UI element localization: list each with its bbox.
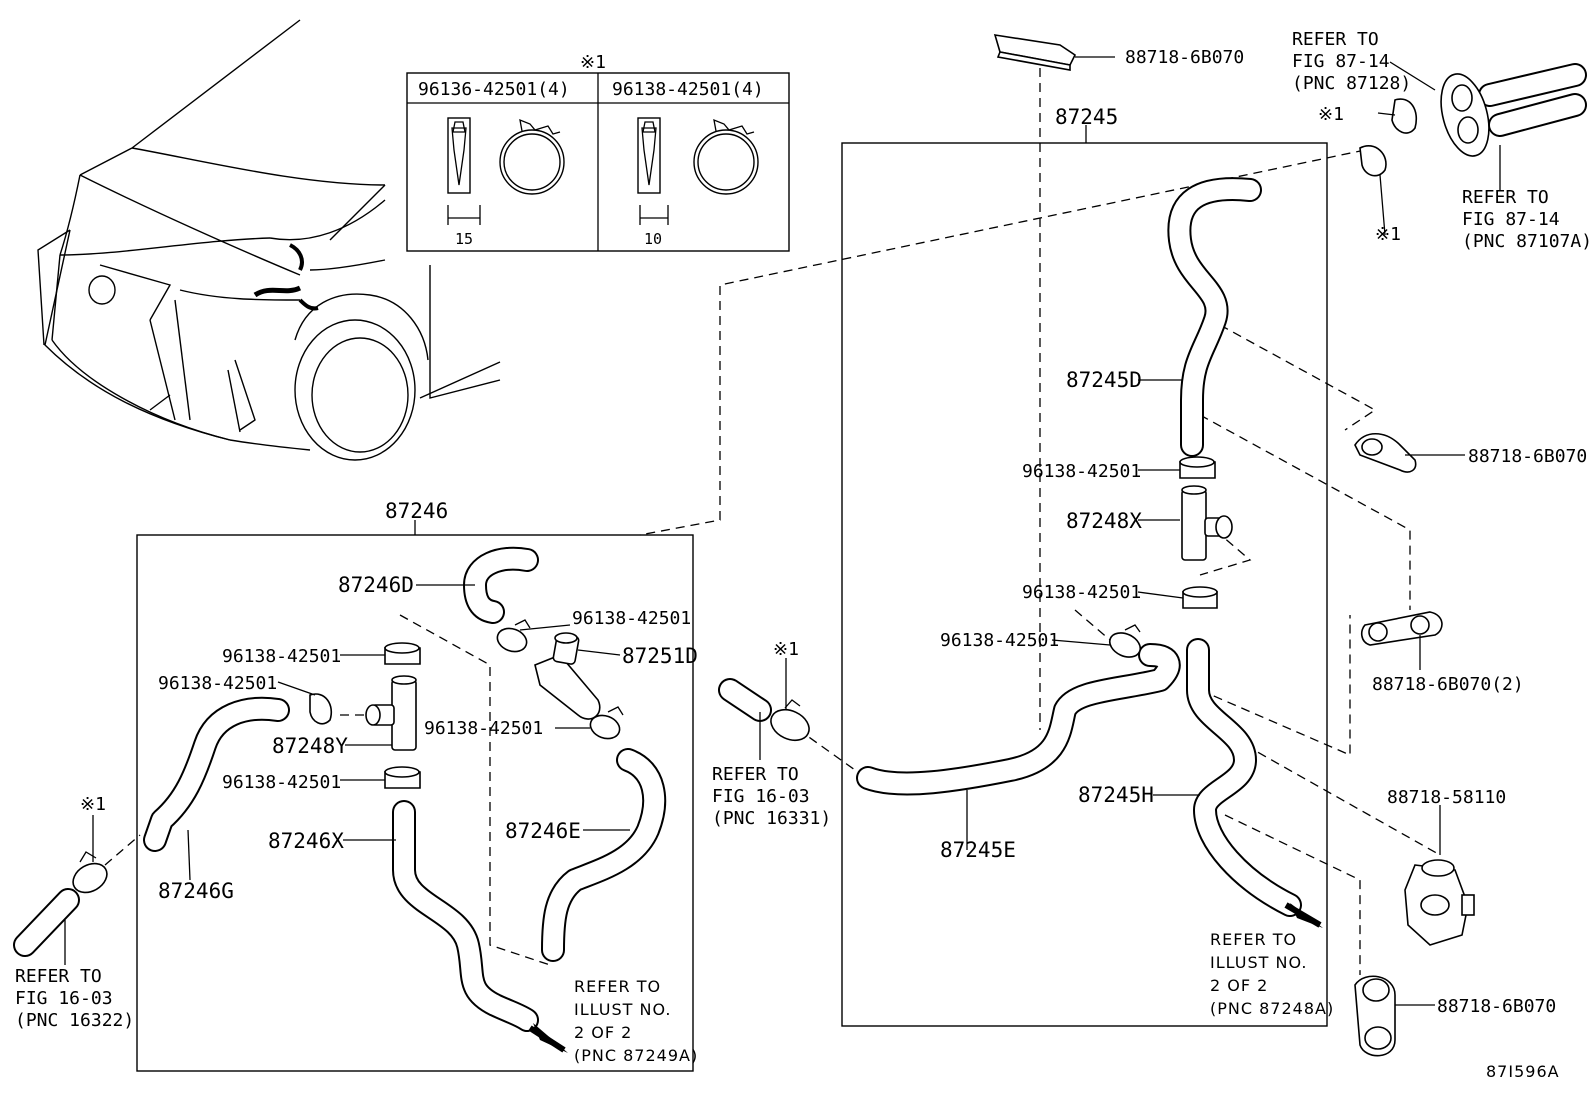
mark-left: ※1	[80, 794, 106, 815]
refer-2of2-right-line3: 2 OF 2	[1210, 976, 1268, 995]
clamp-87245-a	[1179, 456, 1216, 479]
label-96138-g: 96138-42501	[158, 673, 277, 694]
callout-labels: 88718-6B070 REFER TO FIG 87-14 (PNC 8712…	[15, 29, 1592, 1081]
refer-top-right-2-line2: FIG 87-14	[1462, 209, 1560, 230]
inset-col2-header: 96138-42501(4)	[612, 79, 764, 100]
refer-top-right-2-line3: (PNC 87107A)	[1462, 231, 1592, 252]
clamp-87246-h	[384, 766, 421, 789]
hose-mid-pipe	[718, 678, 772, 722]
label-88718-58110: 88718-58110	[1387, 787, 1506, 808]
refer-mid-line3: (PNC 16331)	[712, 808, 831, 829]
clamp-87246-e	[589, 706, 624, 740]
group-87246-label: 87246	[385, 499, 448, 523]
arrow-right-bottom	[1284, 902, 1323, 928]
bracket-88718-6B070-bottom	[1354, 975, 1396, 1057]
clamp-left	[72, 851, 108, 894]
label-88718-right-b: 88718-6B070(2)	[1372, 674, 1524, 695]
label-96138-d: 96138-42501	[572, 608, 691, 629]
clamp-87246-g	[309, 693, 332, 725]
dashed-leaders	[104, 68, 1441, 975]
label-96138-h: 96138-42501	[222, 772, 341, 793]
clamp-top-right-b	[1359, 145, 1387, 177]
clamp-87246-f	[384, 642, 421, 665]
group-87245-box: 87245	[841, 105, 1328, 1027]
clamp-87246-d	[496, 619, 531, 653]
refer-top-right-1-line1: REFER TO	[1292, 29, 1379, 50]
tee-87251D	[534, 632, 601, 720]
refer-2of2-right-line1: REFER TO	[1210, 930, 1297, 949]
label-87245E: 87245E	[940, 838, 1016, 862]
refer-2of2-right-line4: (PNC 87248A)	[1210, 999, 1334, 1018]
inset-col2-dim: 10	[644, 230, 662, 248]
label-87248Y: 87248Y	[272, 734, 348, 758]
label-88718-bottom: 88718-6B070	[1437, 996, 1556, 1017]
hose-87246X	[392, 800, 539, 1032]
mark-top-right-b: ※1	[1375, 224, 1401, 245]
clamp-mid	[770, 699, 810, 742]
label-96138-f: 96138-42501	[222, 646, 341, 667]
bracket-88718-6B070-right-a	[1354, 432, 1417, 473]
label-87246X: 87246X	[268, 829, 344, 853]
label-87246G: 87246G	[158, 879, 234, 903]
hose-87246E	[541, 748, 667, 962]
bracket-88718-6B070-top	[993, 34, 1077, 71]
label-87251D: 87251D	[622, 644, 698, 668]
refer-2of2-left-line1: REFER TO	[574, 977, 661, 996]
clamp-top-right-a	[1391, 98, 1417, 134]
inset-col1-header: 96136-42501(4)	[418, 79, 570, 100]
hose-engine-left-pipe	[13, 888, 80, 957]
label-96138-c: 96138-42501	[940, 630, 1059, 651]
bracket-88718-6B070-right-b	[1360, 611, 1443, 646]
leader-lines	[64, 56, 1501, 1006]
mark-mid: ※1	[773, 639, 799, 660]
vehicle-front-illustration	[37, 19, 501, 461]
refer-2of2-left-line3: 2 OF 2	[574, 1023, 632, 1042]
grommet-87128	[1440, 73, 1490, 157]
label-87246D: 87246D	[338, 573, 414, 597]
diagram-code: 87I596A	[1486, 1062, 1560, 1081]
label-88718-right-a: 88718-6B070	[1468, 446, 1587, 467]
label-96138-e: 96138-42501	[424, 718, 543, 739]
hose-87245H	[1186, 638, 1302, 917]
arrow-left-bottom	[528, 1023, 568, 1053]
refer-left-line2: FIG 16-03	[15, 988, 113, 1009]
refer-mid-line2: FIG 16-03	[712, 786, 810, 807]
clamp-87245-b	[1182, 586, 1218, 609]
refer-top-right-1-line2: FIG 87-14	[1292, 51, 1390, 72]
refer-2of2-left-line2: ILLUST NO.	[574, 1000, 671, 1019]
label-87248X: 87248X	[1066, 509, 1142, 533]
clip-inset-table: ※1 96136-42501(4) 96138-42501(4) 15 10	[406, 52, 790, 252]
label-87245H: 87245H	[1078, 783, 1154, 807]
label-96138-a: 96138-42501	[1022, 461, 1141, 482]
label-87246E: 87246E	[505, 819, 581, 843]
valve-88718-58110	[1404, 859, 1475, 946]
hose-top-right-pipes	[1478, 63, 1587, 137]
label-top-bracket: 88718-6B070	[1125, 47, 1244, 68]
refer-top-right-1-line3: (PNC 87128)	[1292, 73, 1411, 94]
group-87245-label: 87245	[1055, 105, 1118, 129]
tee-87248X	[1181, 485, 1233, 561]
hose-87246D	[463, 546, 539, 624]
refer-top-right-2-line1: REFER TO	[1462, 187, 1549, 208]
tee-87248Y	[365, 675, 417, 751]
refer-2of2-right-line2: ILLUST NO.	[1210, 953, 1307, 972]
inset-marker: ※1	[580, 52, 606, 73]
clamp-87245-c	[1108, 624, 1142, 658]
hose-87245E	[856, 643, 1181, 796]
hose-87246G	[143, 696, 290, 852]
refer-2of2-left-line4: (PNC 87249A)	[574, 1046, 698, 1065]
refer-mid-line1: REFER TO	[712, 764, 799, 785]
inset-col1-dim: 15	[455, 230, 473, 248]
label-96138-b: 96138-42501	[1022, 582, 1141, 603]
hose-87245D	[1167, 177, 1262, 457]
refer-left-line1: REFER TO	[15, 966, 102, 987]
group-87246-box: 87246	[136, 499, 694, 1072]
mark-top-right-a: ※1	[1318, 104, 1344, 125]
label-87245D: 87245D	[1066, 368, 1142, 392]
refer-left-line3: (PNC 16322)	[15, 1010, 134, 1031]
